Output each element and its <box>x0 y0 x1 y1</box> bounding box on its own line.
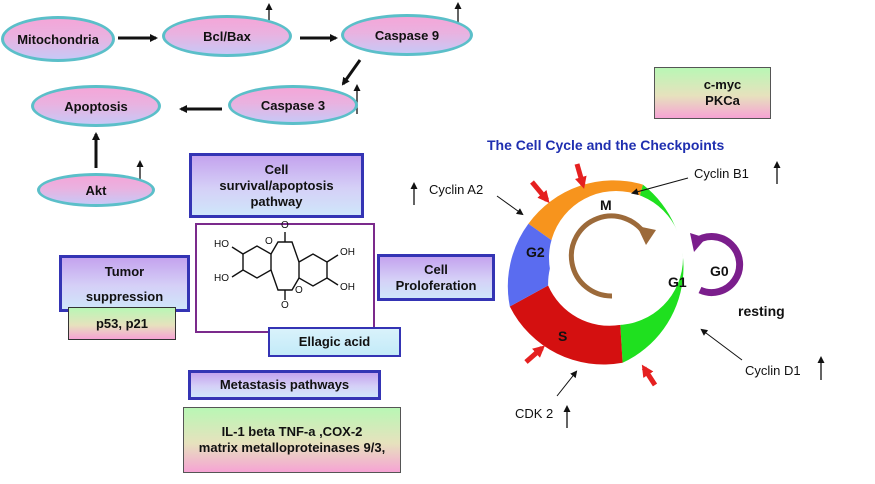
atom-o-1: O <box>281 220 289 231</box>
checkpoint-arrow-1 <box>530 180 550 204</box>
markers-line-1: IL-1 beta TNF-a ,COX-2 <box>221 424 363 439</box>
box-tumor-suppression: Tumor suppression <box>59 255 190 312</box>
atom-o-3: O <box>265 236 273 247</box>
node-akt: Akt <box>37 173 155 207</box>
atom-o-4: O <box>295 285 303 296</box>
arrow-casp9-casp3 <box>341 59 362 86</box>
label-cdk2: CDK 2 <box>515 406 554 421</box>
cell-cycle-wheel <box>507 180 744 365</box>
label-cyclin-a2: Cyclin A2 <box>429 182 484 197</box>
node-mitochondria: Mitochondria <box>1 16 115 62</box>
checkpoint-arrow-2 <box>574 163 587 189</box>
box-markers: IL-1 beta TNF-a ,COX-2 matrix metallopro… <box>183 407 401 473</box>
box-cell-proliferation: Cell Proloferation <box>377 254 495 301</box>
label-cyclin-b1: Cyclin B1 <box>694 166 749 181</box>
pkca-text: PKCa <box>705 93 740 108</box>
box-ellagic-acid: Ellagic acid <box>268 327 401 357</box>
phase-m-label: M <box>600 197 612 213</box>
node-apoptosis: Apoptosis <box>31 85 161 127</box>
box-cell-survival: Cell survival/apoptosis pathway <box>189 153 364 218</box>
box-cmyc-pkca: c-myc PKCa <box>654 67 771 119</box>
phase-g2-label: G2 <box>526 244 545 260</box>
atom-o-2: O <box>281 300 289 311</box>
phase-g0-label: G0 <box>710 263 729 279</box>
label-cyclin-d1: Cyclin D1 <box>745 363 801 378</box>
pointer-cyclin-a2 <box>496 195 524 216</box>
atom-ho-1: HO <box>214 239 229 250</box>
phase-s-label: S <box>558 328 568 344</box>
phase-g2-arc <box>507 223 560 307</box>
pointer-cdk2 <box>556 370 578 397</box>
atom-ho-2: HO <box>214 273 229 284</box>
box-p53-p21: p53, p21 <box>68 307 176 340</box>
node-caspase9: Caspase 9 <box>341 14 473 56</box>
checkpoint-arrow-3 <box>524 345 546 364</box>
node-bcl-bax: Bcl/Bax <box>162 15 292 57</box>
tumor-suppression-text: Tumor suppression <box>85 263 164 304</box>
resting-label: resting <box>738 303 785 319</box>
phase-g1-label: G1 <box>668 274 687 290</box>
phase-s-arc <box>509 285 623 365</box>
markers-line-2: matrix metalloproteinases 9/3, <box>198 440 386 455</box>
pointer-cyclin-d1 <box>700 328 743 361</box>
cmyc-text: c-myc <box>703 77 742 92</box>
cell-cycle-title: The Cell Cycle and the Checkpoints <box>487 137 725 153</box>
node-caspase3: Caspase 3 <box>228 85 358 125</box>
atom-oh-1: OH <box>340 247 355 258</box>
box-metastasis: Metastasis pathways <box>188 370 381 400</box>
atom-oh-2: OH <box>340 282 355 293</box>
pointer-cyclin-b1 <box>631 177 689 196</box>
ellagic-acid-molecule <box>231 232 339 300</box>
checkpoint-arrow-4 <box>641 364 658 387</box>
